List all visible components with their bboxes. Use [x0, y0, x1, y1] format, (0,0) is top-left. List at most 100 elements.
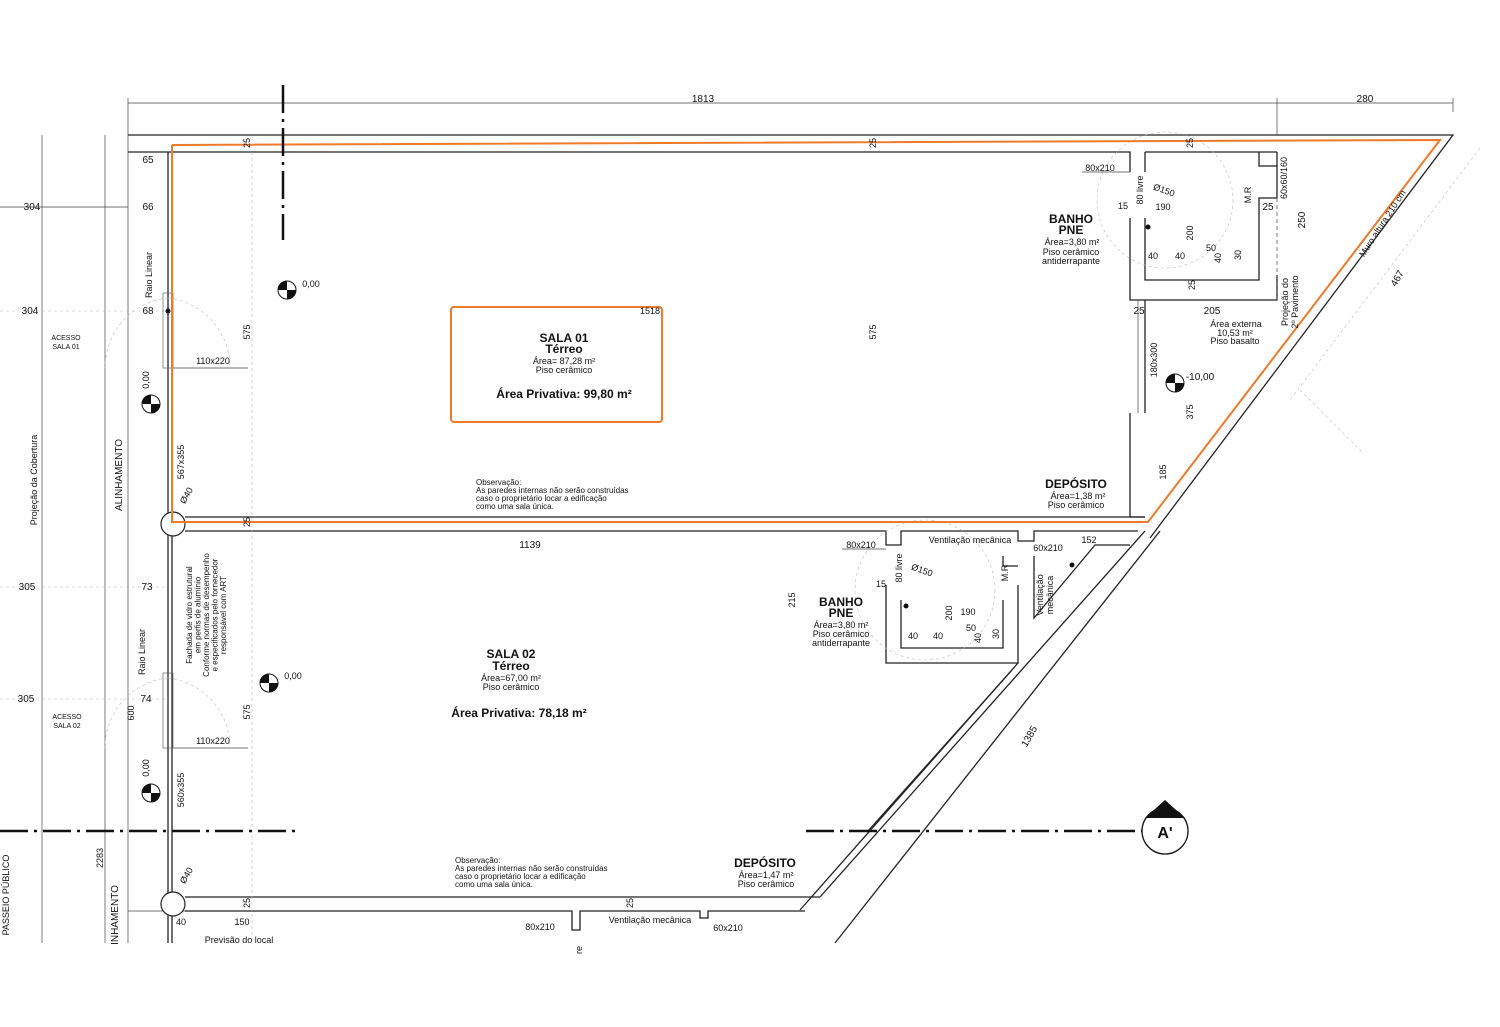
sala02-private-area-label: Área Privativa: 78,18 m² — [451, 705, 586, 720]
banho1-d50-label: 50 — [1206, 243, 1216, 253]
dims-d215-label: 215 — [787, 592, 797, 607]
left-acesso1a-label: ACESSO — [51, 335, 81, 342]
left-acesso2b-label: SALA 02 — [53, 723, 80, 730]
dims-d1385-label: 1385 — [1020, 724, 1041, 749]
banho2-d30-label: 30 — [991, 629, 1001, 639]
walls — [0, 85, 1481, 944]
section-marker-a — [1141, 800, 1189, 855]
levels-s1-label: 0,00 — [302, 279, 320, 289]
levels-s2-access-label: 0,00 — [141, 759, 151, 777]
dims-s1-575-right-label: 575 — [868, 324, 878, 339]
facade-note-line: Conforme normas de desempenho — [202, 553, 211, 677]
dims-top-right-label: 280 — [1357, 94, 1374, 105]
facade-note-line: responsável com ART — [219, 576, 228, 654]
banho2-mr-label: M.R — [1000, 564, 1010, 581]
dims-left-305a-label: 305 — [19, 582, 36, 593]
banho2-d200-label: 200 — [944, 605, 954, 620]
left-acesso2a-label: ACESSO — [52, 714, 82, 721]
openings-col-s2-label: Ø40 — [178, 866, 195, 886]
obs2-note-line: caso o proprietário locar a edificação — [455, 872, 586, 881]
openings-glass-s1-label: 567x355 — [176, 445, 186, 480]
obs2-note-line: como uma sala única. — [455, 880, 533, 889]
dims-wall25-i-label: 25 — [625, 898, 635, 908]
dims-left-304b-label: 304 — [22, 306, 39, 317]
levels-s2-label: 0,00 — [284, 671, 302, 681]
banho2-d40a-label: 40 — [908, 631, 918, 641]
banho1-free-label: 80 livre — [1135, 175, 1145, 204]
externa-finish-label: Piso basalto — [1210, 336, 1259, 346]
banho2-free-label: 80 livre — [894, 553, 904, 582]
left-cobertura-label: Projeção da Cobertura — [29, 435, 39, 526]
banho2-area-label: Área=3,80 m² — [814, 620, 869, 630]
openings-win-b2-label: 60x210 — [1033, 543, 1063, 553]
bottom-previsao-label: Previsão do local — [205, 935, 274, 945]
facade-note-line: Fachada de vidro estrutural — [185, 566, 194, 664]
dims-wall25-d-label: 25 — [1262, 202, 1274, 213]
openings-glass-s2-label: 560x355 — [176, 773, 186, 808]
dims-left-304a-label: 304 — [24, 202, 41, 213]
openings-win-b3-label: 60x210 — [713, 923, 743, 933]
openings-door-s2-label: 110x220 — [196, 736, 230, 746]
banho2-d190-label: 190 — [960, 607, 975, 617]
openings-door-b2-label: 80x210 — [846, 540, 876, 550]
banho1-d30-label: 30 — [1233, 250, 1243, 260]
banho1-finish1-label: Piso cerâmico — [1043, 247, 1100, 257]
banho2-d15-label: 15 — [876, 579, 886, 589]
dims-d375-label: 375 — [1185, 404, 1195, 419]
dims-wall25-h-label: 25 — [242, 898, 252, 908]
level-marker-icon — [1165, 373, 1185, 393]
dims-d2283-label: 2283 — [95, 848, 105, 868]
level-marker-icon — [141, 394, 161, 414]
banho1-finish2-label: antiderrapante — [1042, 256, 1100, 266]
dims-d152-label: 152 — [1081, 535, 1096, 545]
sala02-area-label: Área=67,00 m² — [481, 673, 541, 683]
dims-s2-1139-label: 1139 — [519, 540, 541, 551]
dims-d467-label: 467 — [1389, 268, 1407, 288]
dims-d74-label: 74 — [140, 694, 152, 705]
section-marker-label: A' — [1157, 825, 1172, 842]
banho1-d40a-label: 40 — [1148, 251, 1158, 261]
banho1-d200-label: 200 — [1185, 225, 1195, 240]
deposito2-area-label: Área=1,47 m² — [739, 870, 794, 880]
dims-d68-label: 68 — [142, 306, 154, 317]
facade-note-line: em perfis de alumínio — [194, 576, 203, 653]
bottom-vent-label: Ventilação mecânica — [609, 915, 692, 925]
obs1-note-line: como uma sala única. — [476, 502, 554, 511]
sala02-finish-label: Piso cerâmico — [483, 682, 540, 692]
banho1-d190-label: 190 — [1155, 202, 1170, 212]
left-raio1-label: Raio Linear — [144, 252, 154, 298]
obs2-note-line: As paredes internas não serão construída… — [455, 864, 608, 873]
banho1-name1-label: BANHO — [1049, 212, 1093, 226]
banho2-vent-top-label: Ventilação mecânica — [929, 535, 1012, 545]
banho2-name2-label: PNE — [829, 606, 854, 620]
banho2-turn-label: Ø150 — [910, 562, 934, 579]
dims-d66-label: 66 — [142, 202, 154, 213]
externa-proj1-label: Projeção do — [1280, 278, 1290, 326]
sala02-floor-label: Térreo — [492, 659, 529, 673]
dims-d205-label: 205 — [1204, 306, 1221, 317]
door-swing-sala01 — [104, 297, 169, 369]
openings-door-ext-label: 180x300 — [1149, 343, 1159, 378]
banho1-d40b-label: 40 — [1175, 251, 1185, 261]
banho2-name1-label: BANHO — [819, 595, 863, 609]
dims-s1-1518-label: 1518 — [640, 306, 660, 316]
plan-geometry — [0, 85, 1500, 1027]
dims-s2-575-label: 575 — [242, 704, 252, 719]
dims-wall25-a-label: 25 — [242, 138, 252, 148]
deposito1-finish-label: Piso cerâmico — [1048, 500, 1105, 510]
banho2-vent-side2-label: mecânica — [1045, 576, 1055, 615]
obs1-note-line: Observação: — [476, 478, 521, 487]
deposito2-finish-label: Piso cerâmico — [738, 879, 795, 889]
deposito2-name-label: DEPÓSITO — [734, 855, 796, 870]
dims-d150-bottom-label: 150 — [234, 917, 249, 927]
openings-win-b1-label: 60x60/160 — [1279, 157, 1289, 199]
column-icon — [160, 891, 186, 917]
openings-col-s1-label: Ø40 — [178, 486, 195, 506]
banho1-area-label: Área=3,80 m² — [1045, 237, 1100, 247]
deposito1-area-label: Área=1,38 m² — [1051, 491, 1106, 501]
openings-door-b3-label: 80x210 — [525, 922, 555, 932]
banho2-d40b-label: 40 — [933, 631, 943, 641]
dims-s1-575-left-label: 575 — [242, 324, 252, 339]
sala01-highlight-box — [450, 306, 663, 423]
